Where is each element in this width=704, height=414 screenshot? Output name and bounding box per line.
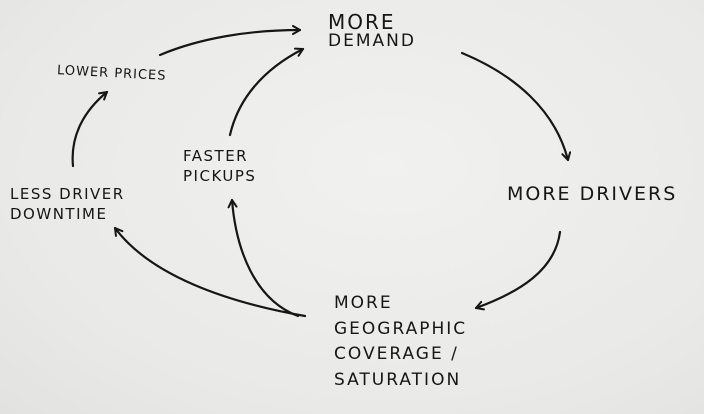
node-more-drivers: MORE DRIVERS — [507, 183, 678, 205]
arrow-demand-to-drivers — [460, 51, 572, 162]
node-label-line: PICKUPS — [183, 167, 257, 186]
arrow-downtime-to-prices — [71, 90, 109, 168]
node-label-line: COVERAGE / — [334, 344, 459, 364]
node-label-line: SATURATION — [334, 369, 462, 390]
node-label-line: DEMAND — [328, 31, 416, 51]
node-label-line: GEOGRAPHIC — [334, 318, 468, 339]
node-label-line: MORE DRIVERS — [507, 183, 678, 205]
node-label-line: FASTER — [183, 147, 249, 165]
arrow-drivers-to-coverage — [474, 230, 562, 311]
node-label-line: LESS DRIVER — [10, 185, 125, 203]
node-label-line: DOWNTIME — [10, 205, 108, 224]
node-less-downtime: LESS DRIVER DOWNTIME — [10, 184, 125, 225]
arrow-coverage-to-downtime — [113, 226, 307, 318]
arrow-coverage-to-pickups — [227, 198, 300, 318]
node-label-line: MORE — [328, 10, 396, 34]
node-more-demand: MORE DEMAND — [328, 12, 416, 51]
arrow-pickups-to-demand — [228, 47, 305, 137]
node-label-line: MORE — [334, 293, 393, 313]
arrow-prices-to-demand — [158, 25, 302, 57]
node-more-coverage: MORE GEOGRAPHIC COVERAGE / SATURATION — [334, 291, 467, 393]
node-faster-pickups: FASTER PICKUPS — [183, 146, 256, 187]
